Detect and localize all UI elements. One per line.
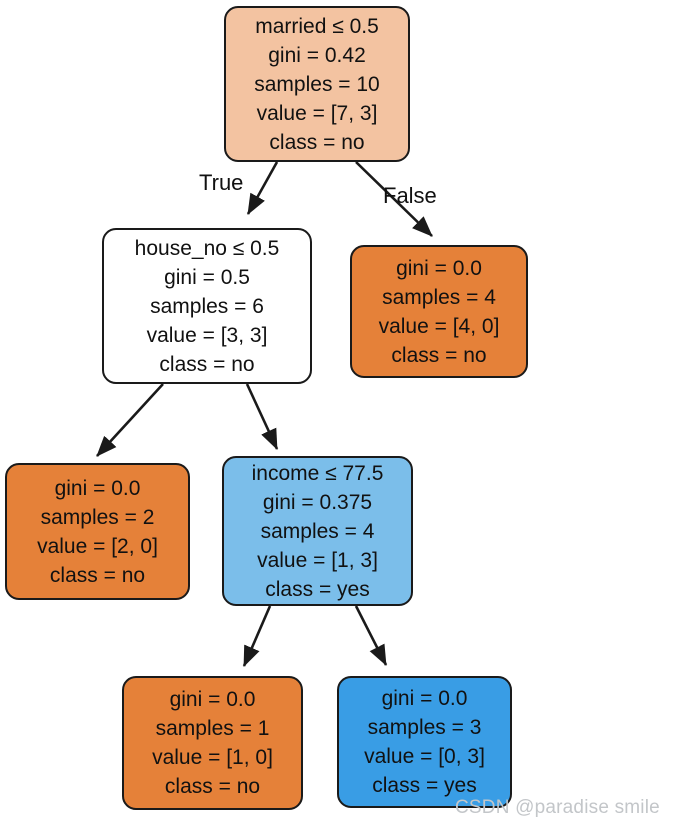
edge-income-to-leaf_income_true	[242, 605, 272, 667]
tree-node-root[interactable]: married ≤ 0.5 gini = 0.42 samples = 10 v…	[224, 6, 410, 162]
node-gini: gini = 0.375	[262, 490, 373, 514]
edge-house_no-to-income	[245, 383, 279, 450]
node-condition: house_no ≤ 0.5	[134, 236, 280, 260]
tree-node-house-no[interactable]: house_no ≤ 0.5 gini = 0.5 samples = 6 va…	[102, 228, 312, 384]
edge-label-false: False	[383, 183, 437, 208]
node-class: class = no	[49, 563, 146, 587]
node-samples: samples = 1	[155, 717, 270, 740]
node-gini: gini = 0.0	[169, 688, 256, 711]
node-class: class = no	[164, 775, 261, 798]
node-gini: gini = 0.0	[396, 256, 482, 280]
node-class: class = no	[159, 352, 255, 376]
node-samples: samples = 4	[382, 285, 496, 309]
node-samples: samples = 4	[260, 519, 375, 543]
node-value: value = [3, 3]	[146, 323, 268, 347]
node-value: value = [1, 3]	[257, 548, 378, 572]
node-value: value = [0, 3]	[364, 745, 485, 768]
node-value: value = [2, 0]	[37, 534, 158, 558]
node-gini: gini = 0.0	[381, 687, 468, 710]
tree-node-leaf-house-true[interactable]: gini = 0.0 samples = 2 value = [2, 0] cl…	[5, 463, 190, 600]
edge-house_no-to-leaf_house_true	[96, 383, 164, 457]
watermark: CSDN @paradise smile	[455, 797, 660, 818]
node-value: value = [4, 0]	[378, 314, 500, 338]
node-samples: samples = 10	[254, 72, 380, 96]
node-class: class = yes	[265, 577, 370, 601]
node-class: class = no	[391, 343, 487, 367]
node-class: class = yes	[372, 774, 477, 797]
node-value: value = [1, 0]	[152, 746, 273, 769]
node-gini: gini = 0.42	[268, 43, 366, 67]
node-gini: gini = 0.5	[164, 265, 250, 289]
tree-node-leaf-married-false[interactable]: gini = 0.0 samples = 4 value = [4, 0] cl…	[350, 245, 528, 378]
edge-root-to-house_no	[246, 161, 279, 215]
tree-node-leaf-income-false[interactable]: gini = 0.0 samples = 3 value = [0, 3] cl…	[337, 676, 512, 808]
node-gini: gini = 0.0	[54, 476, 141, 500]
tree-node-leaf-income-true[interactable]: gini = 0.0 samples = 1 value = [1, 0] cl…	[122, 676, 303, 810]
node-samples: samples = 3	[367, 716, 482, 739]
node-condition: married ≤ 0.5	[255, 14, 379, 38]
edge-label-true: True	[199, 170, 244, 195]
node-class: class = no	[269, 130, 365, 154]
node-value: value = [7, 3]	[256, 101, 378, 125]
tree-node-income[interactable]: income ≤ 77.5 gini = 0.375 samples = 4 v…	[222, 456, 413, 606]
node-samples: samples = 6	[150, 294, 264, 318]
edge-income-to-leaf_income_false	[354, 605, 388, 666]
node-condition: income ≤ 77.5	[251, 461, 384, 485]
node-samples: samples = 2	[40, 505, 155, 529]
